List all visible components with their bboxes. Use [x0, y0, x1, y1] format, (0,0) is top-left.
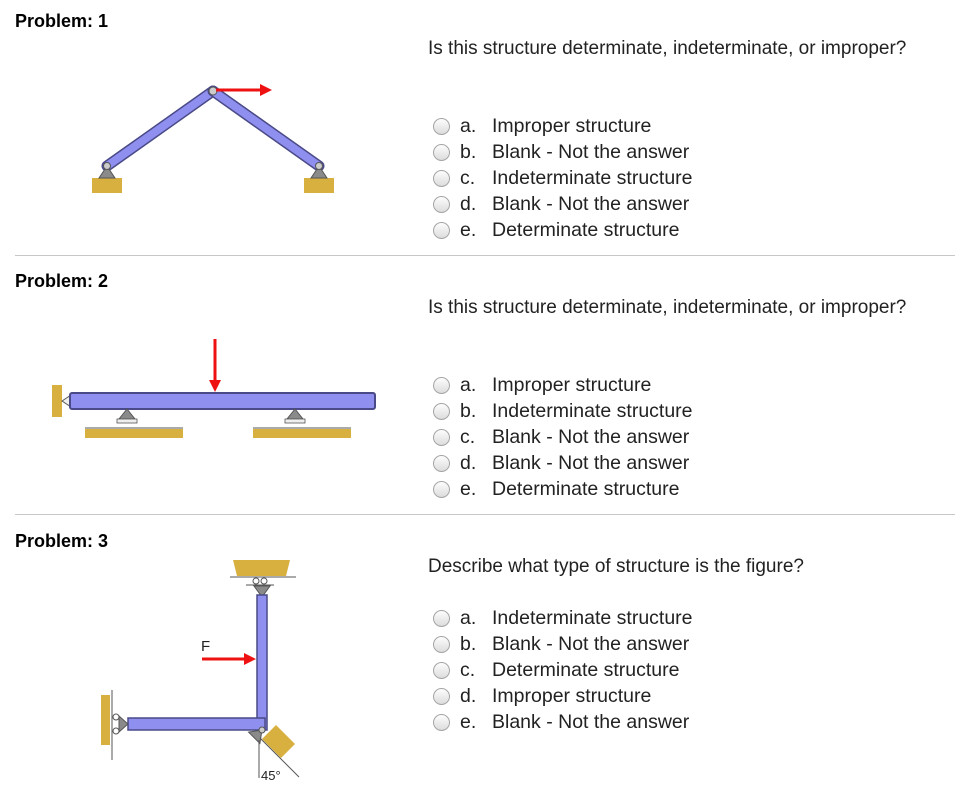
- wall-left: [52, 385, 62, 417]
- problem-title: Problem: 3: [15, 531, 109, 551]
- ground-top: [233, 560, 290, 576]
- roller-support-2: [253, 408, 351, 438]
- radio-button[interactable]: [433, 454, 450, 472]
- option-label: Blank - Not the answer: [492, 192, 690, 215]
- problem-3-options: a.Indeterminate structure b.Blank - Not …: [433, 605, 693, 735]
- option-c[interactable]: c.Indeterminate structure: [433, 165, 693, 191]
- option-label: Determinate structure: [492, 477, 680, 500]
- option-a[interactable]: a.Improper structure: [433, 372, 693, 398]
- option-label: Indeterminate structure: [492, 399, 693, 422]
- radio-button[interactable]: [433, 713, 450, 731]
- option-b[interactable]: b.Indeterminate structure: [433, 398, 693, 424]
- problem-3-figure: 45° F: [101, 560, 300, 783]
- radio-button[interactable]: [433, 143, 450, 161]
- radio-button[interactable]: [433, 402, 450, 420]
- radio-button[interactable]: [433, 661, 450, 679]
- force-arrow: [216, 84, 272, 96]
- option-label: Improper structure: [492, 684, 652, 707]
- option-c[interactable]: c.Blank - Not the answer: [433, 424, 693, 450]
- option-a[interactable]: a.Improper structure: [433, 113, 693, 139]
- option-d[interactable]: d.Improper structure: [433, 683, 693, 709]
- option-e[interactable]: e.Determinate structure: [433, 217, 693, 243]
- option-label: Blank - Not the answer: [492, 632, 690, 655]
- pin-support-left: [98, 165, 116, 179]
- option-e[interactable]: e.Blank - Not the answer: [433, 709, 693, 735]
- radio-button[interactable]: [433, 609, 450, 627]
- problem-1-figure: [92, 84, 334, 193]
- problem-2-options: a.Improper structure b.Indeterminate str…: [433, 372, 693, 502]
- problem-2-question: Is this structure determinate, indetermi…: [428, 297, 907, 318]
- problem-1-options: a.Improper structure b.Blank - Not the a…: [433, 113, 693, 243]
- option-label: Blank - Not the answer: [492, 451, 690, 474]
- roller-support-1: [85, 408, 183, 438]
- option-label: Blank - Not the answer: [492, 140, 690, 163]
- radio-button[interactable]: [433, 428, 450, 446]
- ground-right: [304, 178, 334, 193]
- divider: [15, 514, 955, 515]
- radio-button[interactable]: [433, 117, 450, 135]
- option-d[interactable]: d.Blank - Not the answer: [433, 450, 693, 476]
- force-label: F: [201, 638, 210, 655]
- option-b[interactable]: b.Blank - Not the answer: [433, 139, 693, 165]
- roller-support-top: [246, 577, 274, 598]
- member-horizontal: [127, 717, 266, 731]
- option-label: Indeterminate structure: [492, 166, 693, 189]
- problem-title: Problem: 2: [15, 271, 109, 291]
- wall-left: [101, 695, 110, 745]
- option-b[interactable]: b.Blank - Not the answer: [433, 631, 693, 657]
- beam: [69, 392, 376, 410]
- option-a[interactable]: a.Indeterminate structure: [433, 605, 693, 631]
- member-vertical: [256, 594, 268, 731]
- option-d[interactable]: d.Blank - Not the answer: [433, 191, 693, 217]
- angle-label: 45°: [261, 768, 281, 783]
- option-e[interactable]: e.Determinate structure: [433, 476, 693, 502]
- pin-support-right: [310, 165, 328, 179]
- option-label: Blank - Not the answer: [492, 710, 690, 733]
- option-label: Improper structure: [492, 114, 652, 137]
- radio-button[interactable]: [433, 480, 450, 498]
- radio-button[interactable]: [433, 195, 450, 213]
- ground-incline: [262, 725, 295, 758]
- radio-button[interactable]: [433, 635, 450, 653]
- radio-button[interactable]: [433, 687, 450, 705]
- problem-3-question: Describe what type of structure is the f…: [428, 556, 804, 577]
- problem-1-question: Is this structure determinate, indetermi…: [428, 38, 907, 59]
- option-c[interactable]: c.Determinate structure: [433, 657, 693, 683]
- roller-support-left: [112, 713, 129, 735]
- problem-2-figure: [52, 339, 376, 438]
- radio-button[interactable]: [433, 169, 450, 187]
- radio-button[interactable]: [433, 221, 450, 239]
- force-arrow: [209, 339, 221, 392]
- option-label: Indeterminate structure: [492, 606, 693, 629]
- option-label: Determinate structure: [492, 218, 680, 241]
- ground-left: [92, 178, 122, 193]
- option-label: Improper structure: [492, 373, 652, 396]
- option-label: Determinate structure: [492, 658, 680, 681]
- problem-title: Problem: 1: [15, 11, 109, 31]
- option-label: Blank - Not the answer: [492, 425, 690, 448]
- force-arrow: [202, 653, 256, 665]
- radio-button[interactable]: [433, 376, 450, 394]
- divider: [15, 255, 955, 256]
